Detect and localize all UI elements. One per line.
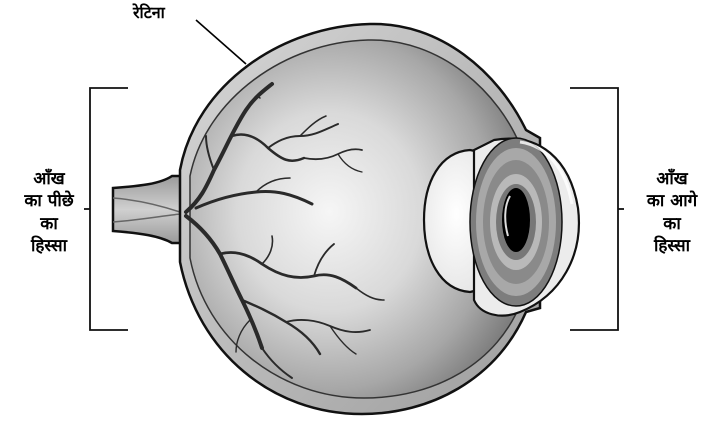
- back-of-eye-label-line: का: [6, 213, 92, 235]
- back-of-eye-label: आँख का पीछे का हिस्सा: [6, 168, 92, 258]
- retina-label: रेटिना: [133, 2, 165, 23]
- retina-leader: [196, 20, 246, 64]
- back-of-eye-label-line: हिस्सा: [6, 235, 92, 257]
- front-of-eye-label: आँख का आगे का हिस्सा: [626, 168, 718, 258]
- front-of-eye-label-line: हिस्सा: [626, 235, 718, 257]
- optic-nerve: [113, 176, 186, 243]
- front-of-eye-label-line: का: [626, 213, 718, 235]
- back-of-eye-label-line: आँख: [6, 168, 92, 190]
- front-of-eye-label-line: का आगे: [626, 190, 718, 212]
- back-of-eye-label-line: का पीछे: [6, 190, 92, 212]
- front-of-eye-label-line: आँख: [626, 168, 718, 190]
